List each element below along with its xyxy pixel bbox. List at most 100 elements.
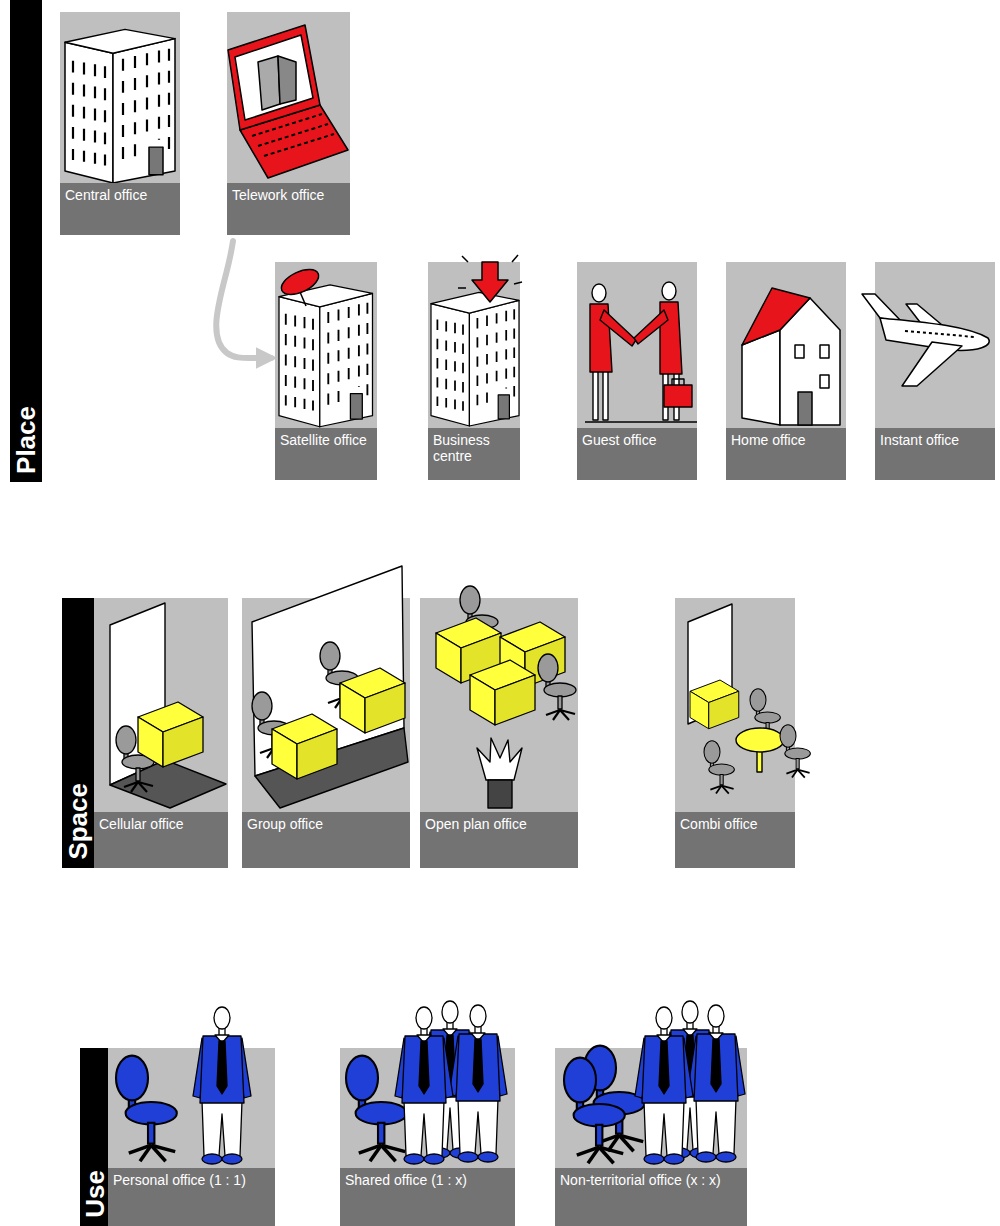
house-icon — [798, 392, 812, 425]
group-room — [272, 714, 337, 779]
laptop-icon — [235, 35, 313, 120]
office-label: Business centre — [428, 428, 520, 480]
office-tile: Combi office — [675, 598, 795, 868]
arrow-icon — [462, 256, 468, 262]
handshake-icon — [660, 302, 682, 374]
building-icon — [279, 285, 373, 427]
office-label: Non-territorial office (x : x) — [555, 1168, 747, 1226]
office-label: Guest office — [577, 428, 697, 480]
house-icon — [820, 345, 829, 358]
cellular-room — [110, 603, 226, 808]
office-tile: Instant office — [875, 262, 995, 480]
arrow-icon — [458, 255, 522, 302]
open-plan-desks — [460, 586, 498, 652]
laptop-icon — [258, 56, 280, 110]
office-tile: Group office — [242, 598, 410, 868]
satellite-dish — [278, 264, 323, 299]
open-plan-desks — [500, 622, 565, 687]
handshake-icon — [603, 370, 608, 420]
house-icon — [780, 298, 840, 425]
handshake-icon — [585, 282, 697, 422]
group-room — [252, 692, 290, 758]
building-icon — [65, 29, 175, 183]
handshake-icon — [593, 370, 598, 420]
non-territorial-figures — [635, 1007, 693, 1164]
office-tile: Personal office (1 : 1) — [108, 1048, 275, 1226]
arrow-icon — [472, 262, 508, 302]
open-plan-desks — [436, 618, 501, 683]
airplane-icon — [902, 342, 962, 386]
arrow-icon — [512, 255, 518, 262]
cellular-room — [110, 760, 226, 808]
section-bar: Space — [62, 598, 94, 868]
handshake-icon — [662, 282, 676, 300]
handshake-icon — [592, 284, 606, 302]
group-room — [340, 668, 405, 733]
handshake-icon — [590, 304, 612, 372]
office-label: Open plan office — [420, 812, 578, 868]
laptop-icon — [258, 124, 328, 146]
group-room — [252, 566, 404, 776]
office-tile: Shared office (1 : x) — [340, 1048, 515, 1226]
office-label: Instant office — [875, 428, 995, 480]
office-tile: Central office — [60, 12, 180, 235]
section-bar: Use — [80, 1048, 110, 1226]
office-tile: Home office — [726, 262, 846, 480]
open-plan-desks — [470, 660, 535, 725]
house-icon — [742, 330, 780, 425]
arrow-icon — [514, 282, 522, 284]
shared-figures — [346, 1056, 407, 1162]
airplane-icon — [880, 318, 989, 350]
handshake-icon — [674, 372, 679, 420]
handshake-icon — [672, 379, 684, 385]
laptop-icon — [278, 56, 296, 104]
office-label: Central office — [60, 183, 180, 235]
laptop-icon — [228, 25, 348, 178]
laptop-icon — [240, 105, 348, 178]
open-plan-desks — [538, 654, 576, 720]
handshake-icon — [585, 421, 697, 422]
house-icon — [795, 345, 804, 358]
open-plan-desks — [477, 738, 522, 780]
shared-figures — [421, 1001, 479, 1158]
cellular-room — [110, 603, 165, 785]
open-plan-desks — [436, 586, 576, 808]
office-tile: Non-territorial office (x : x) — [555, 1048, 747, 1226]
office-tile: Open plan office — [420, 598, 578, 868]
handshake-icon — [663, 372, 668, 420]
non-territorial-figures — [687, 1005, 745, 1162]
satellite-dish — [278, 264, 323, 299]
section-title: Use — [82, 1170, 108, 1218]
house-icon — [820, 375, 829, 388]
combi-room — [688, 604, 732, 724]
office-tile: Guest office — [577, 262, 697, 480]
combi-room — [736, 728, 784, 752]
laptop-icon — [264, 134, 334, 156]
airplane-icon — [862, 294, 902, 322]
office-label: Group office — [242, 812, 410, 868]
combi-room — [750, 689, 780, 742]
group-room — [255, 728, 408, 808]
cellular-room — [116, 726, 154, 792]
combi-room — [780, 725, 810, 778]
satellite-dish — [300, 292, 306, 306]
handshake-icon — [634, 310, 668, 344]
flow-arrow — [216, 241, 271, 358]
airplane-icon — [905, 331, 975, 337]
non-territorial-figures — [661, 1001, 719, 1158]
office-label: Telework office — [227, 183, 350, 235]
office-tile: Satellite office — [275, 262, 377, 480]
non-territorial-figures — [564, 1001, 745, 1164]
house-icon — [742, 288, 840, 425]
office-label: Personal office (1 : 1) — [108, 1168, 275, 1226]
office-tile: Business centre — [428, 262, 520, 480]
satellite-dish — [278, 264, 323, 306]
open-plan-desks — [488, 780, 512, 808]
shared-figures — [395, 1007, 453, 1164]
office-label: Cellular office — [94, 812, 228, 868]
office-tile: Cellular office — [94, 598, 228, 868]
group-room — [320, 642, 358, 708]
section-bar: Place — [10, 0, 42, 482]
section-title: Space — [65, 783, 91, 860]
combi-room — [688, 604, 810, 794]
